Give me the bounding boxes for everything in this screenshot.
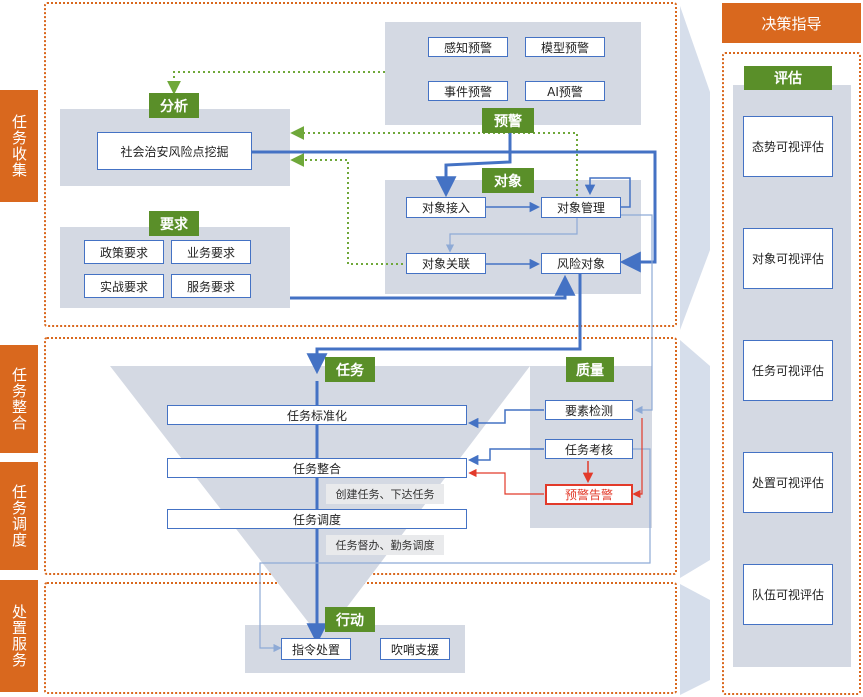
side-label-collection: 任务收集 [0, 90, 38, 202]
chevron-arrows [680, 6, 710, 695]
eval-object: 对象可视评估 [743, 228, 833, 289]
task-standardize: 任务标准化 [167, 405, 467, 425]
section-collection [44, 2, 677, 327]
object-management: 对象管理 [541, 197, 621, 218]
warning-ai: AI预警 [525, 81, 605, 101]
decision-frame [722, 52, 861, 695]
evaluation-title: 评估 [744, 66, 832, 90]
quality-alert: 预警告警 [545, 484, 633, 505]
quality-assessment: 任务考核 [545, 439, 633, 459]
req-policy: 政策要求 [84, 240, 164, 264]
quality-element-check: 要素检测 [545, 400, 633, 420]
object-link: 对象关联 [406, 253, 486, 274]
eval-task: 任务可视评估 [743, 340, 833, 401]
quality-title: 质量 [566, 357, 614, 382]
object-intake: 对象接入 [406, 197, 486, 218]
task-dispatch: 任务调度 [167, 509, 467, 529]
warning-model: 模型预警 [525, 37, 605, 57]
task-integrate: 任务整合 [167, 458, 467, 478]
action-whistle: 吹哨支援 [380, 638, 450, 660]
req-practice: 实战要求 [84, 274, 164, 298]
eval-situation: 态势可视评估 [743, 116, 833, 177]
task-note-supervise: 任务督办、勤务调度 [326, 535, 444, 555]
warning-perception: 感知预警 [428, 37, 508, 57]
requirements-title: 要求 [149, 211, 199, 236]
side-label-service: 处置服务 [0, 580, 38, 692]
req-business: 业务要求 [171, 240, 251, 264]
side-label-integration: 任务整合 [0, 345, 38, 453]
eval-team: 队伍可视评估 [743, 564, 833, 625]
req-service: 服务要求 [171, 274, 251, 298]
action-command: 指令处置 [281, 638, 351, 660]
object-risk: 风险对象 [541, 253, 621, 274]
side-label-dispatch: 任务调度 [0, 462, 38, 570]
task-note-create: 创建任务、下达任务 [326, 484, 444, 504]
analysis-title: 分析 [149, 93, 199, 118]
warning-title: 预警 [482, 108, 534, 133]
task-title: 任务 [325, 357, 375, 382]
decision-title: 决策指导 [722, 3, 861, 43]
object-title: 对象 [482, 168, 534, 193]
eval-disposal: 处置可视评估 [743, 452, 833, 513]
action-title: 行动 [325, 607, 375, 632]
analysis-risk-mining: 社会治安风险点挖掘 [97, 132, 252, 170]
warning-event: 事件预警 [428, 81, 508, 101]
